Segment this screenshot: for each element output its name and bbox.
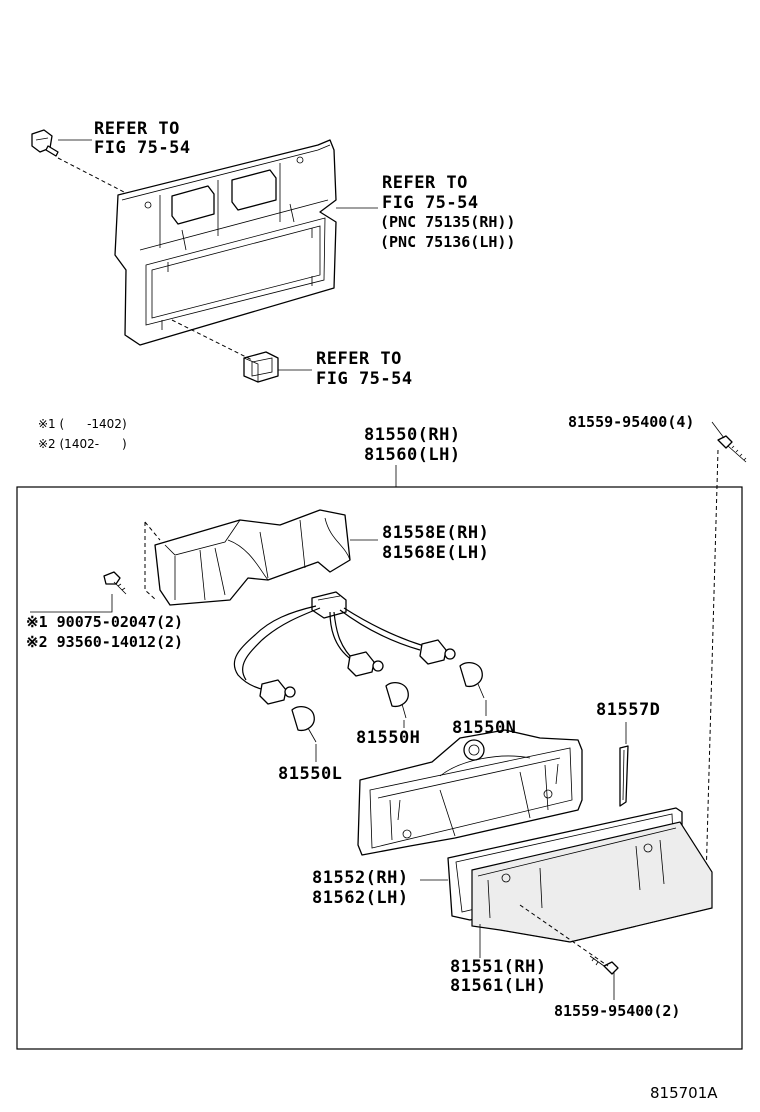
part-bolt-2: ※2 93560-14012(2) bbox=[26, 633, 184, 651]
housing-bolt bbox=[103, 571, 127, 595]
note-1: ※1 ( -1402) bbox=[38, 417, 127, 431]
part-lens-rh: 81551(RH) bbox=[450, 957, 547, 977]
part-assy-lh: 81560(LH) bbox=[364, 445, 461, 465]
clip-nut bbox=[243, 351, 279, 383]
part-socket-h: 81550H bbox=[356, 728, 421, 748]
lens-assembly bbox=[447, 807, 713, 943]
part-socket-n: 81550N bbox=[452, 718, 517, 738]
refer-bottom-line2: FIG 75-54 bbox=[316, 369, 413, 389]
note-2: ※2 (1402- ) bbox=[38, 437, 127, 451]
refer-bottom-line1: REFER TO bbox=[316, 349, 402, 369]
wiring-harness bbox=[233, 591, 456, 705]
part-housing-rh: 81558E(RH) bbox=[382, 523, 490, 543]
refer-top-right-line4: (PNC 75136(LH)) bbox=[380, 233, 516, 251]
bolt-top-left bbox=[31, 129, 59, 157]
refer-top-right-line2: FIG 75-54 bbox=[382, 193, 479, 213]
bulbs bbox=[291, 661, 485, 743]
refer-top-right-line1: REFER TO bbox=[382, 173, 468, 193]
lamp-housing bbox=[154, 509, 351, 606]
part-lens-frame-lh: 81562(LH) bbox=[312, 888, 409, 908]
figure-id: 815701A bbox=[650, 1084, 718, 1102]
license-plate-bracket bbox=[114, 139, 337, 346]
part-socket-l: 81550L bbox=[278, 764, 343, 784]
part-lens-lh: 81561(LH) bbox=[450, 976, 547, 996]
part-bolt-1: ※1 90075-02047(2) bbox=[26, 613, 184, 631]
assembly-box bbox=[16, 486, 743, 1050]
part-housing-lh: 81568E(LH) bbox=[382, 543, 490, 563]
lamp-body bbox=[357, 729, 583, 856]
screw-bottom bbox=[589, 955, 619, 975]
refer-top-right-line3: (PNC 75135(RH)) bbox=[380, 213, 516, 231]
gasket bbox=[619, 745, 629, 807]
part-assy-rh: 81550(RH) bbox=[364, 425, 461, 445]
part-lens-frame-rh: 81552(RH) bbox=[312, 868, 409, 888]
part-screw-bottom: 81559-95400(2) bbox=[554, 1002, 681, 1020]
part-screw-top: 81559-95400(4) bbox=[568, 413, 695, 431]
refer-top-left-line2: FIG 75-54 bbox=[94, 138, 191, 158]
part-gasket: 81557D bbox=[596, 700, 661, 720]
refer-top-left-line1: REFER TO bbox=[94, 119, 180, 139]
screw-top-right bbox=[717, 435, 747, 463]
